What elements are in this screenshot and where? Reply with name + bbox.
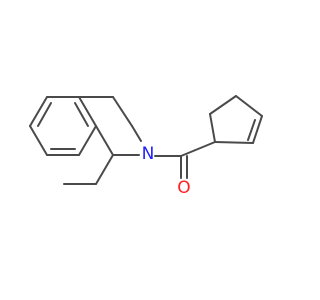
bond xyxy=(78,96,97,127)
bond xyxy=(95,154,114,185)
bond xyxy=(78,125,97,156)
bond xyxy=(131,125,142,142)
bond-set xyxy=(29,95,263,185)
atom-labels: N O xyxy=(142,144,191,198)
oxygen-label: O xyxy=(177,178,190,198)
bond xyxy=(209,113,216,143)
bond xyxy=(29,96,48,127)
bond xyxy=(247,119,256,141)
molecule-canvas: N O xyxy=(29,95,263,198)
bond xyxy=(74,102,89,127)
bond xyxy=(29,125,48,156)
structure-diagram: N O xyxy=(29,95,263,198)
bond xyxy=(235,95,263,117)
bond xyxy=(37,102,52,127)
bond xyxy=(95,125,114,156)
bond xyxy=(112,96,133,127)
bond xyxy=(209,95,237,115)
bond xyxy=(180,141,216,157)
bond xyxy=(252,115,263,144)
bond xyxy=(214,141,254,144)
nitrogen-label: N xyxy=(142,144,155,164)
